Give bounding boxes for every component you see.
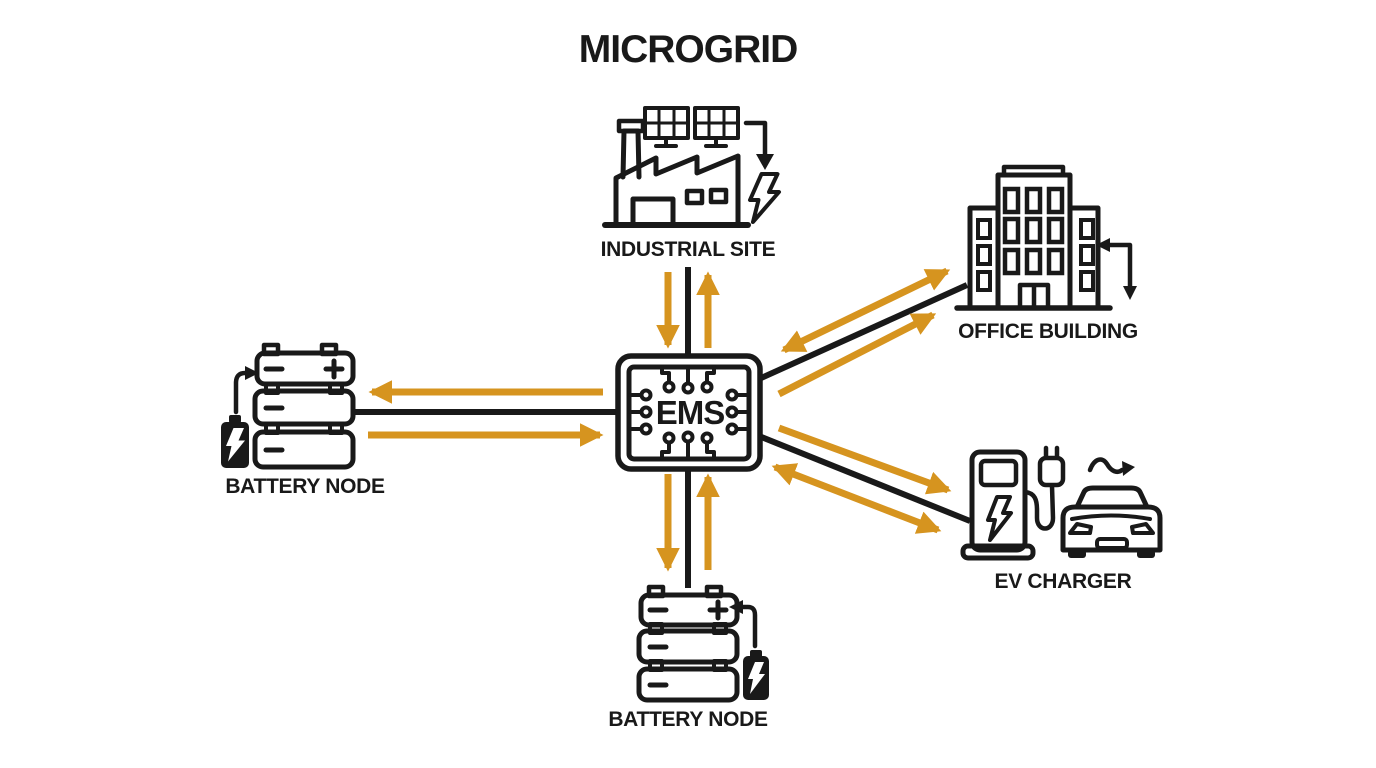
- industrial-site-label: INDUSTRIAL SITE: [600, 238, 776, 261]
- charge-arrow-icon: [729, 600, 758, 649]
- battery-node-left-label: BATTERY NODE: [225, 475, 385, 498]
- power-down-arrow-icon: [743, 120, 774, 170]
- factory-solar-panels-icon: [602, 106, 781, 228]
- flow-arrow-office-two-way: [780, 267, 951, 354]
- small-battery-icon: [743, 650, 769, 700]
- solar-panel-icon: [693, 106, 740, 148]
- flow-arrow-ev-two-way: [771, 463, 942, 534]
- small-battery-icon: [221, 415, 249, 468]
- ems-label: EMS: [655, 394, 726, 431]
- circuit-chip-icon: [615, 353, 763, 472]
- link-ems-battery-bottom: [656, 467, 720, 588]
- link-ems-industrial-site: [656, 267, 720, 358]
- car-icon: [1060, 485, 1163, 558]
- charging-station-icon: [960, 445, 1066, 561]
- link-ems-office-building: [757, 267, 969, 398]
- exchange-arrow-icon: [1096, 238, 1137, 300]
- connections: [353, 267, 972, 588]
- charging-station-car-icon: [960, 445, 1163, 561]
- link-ems-battery-left: [353, 380, 620, 447]
- flow-arrow-ems-to-office: [777, 311, 937, 398]
- battery-node-bottom-label: BATTERY NODE: [608, 708, 768, 731]
- page-title: MICROGRID: [578, 28, 798, 71]
- office-building-icon: [954, 164, 1137, 311]
- ev-charger-label: EV CHARGER: [994, 570, 1132, 593]
- link-ems-ev-charger: [757, 424, 972, 534]
- battery-stack-icon-bottom: [636, 584, 769, 703]
- office-building-label: OFFICE BUILDING: [958, 320, 1138, 343]
- solar-panel-icon: [643, 106, 690, 148]
- wavy-charge-arrow-icon: [1087, 457, 1135, 476]
- charge-arrow-icon: [233, 366, 259, 415]
- battery-stack-icon-left: [221, 342, 356, 470]
- plug-icon: [1037, 445, 1066, 488]
- lightning-bolt-icon: [748, 172, 781, 224]
